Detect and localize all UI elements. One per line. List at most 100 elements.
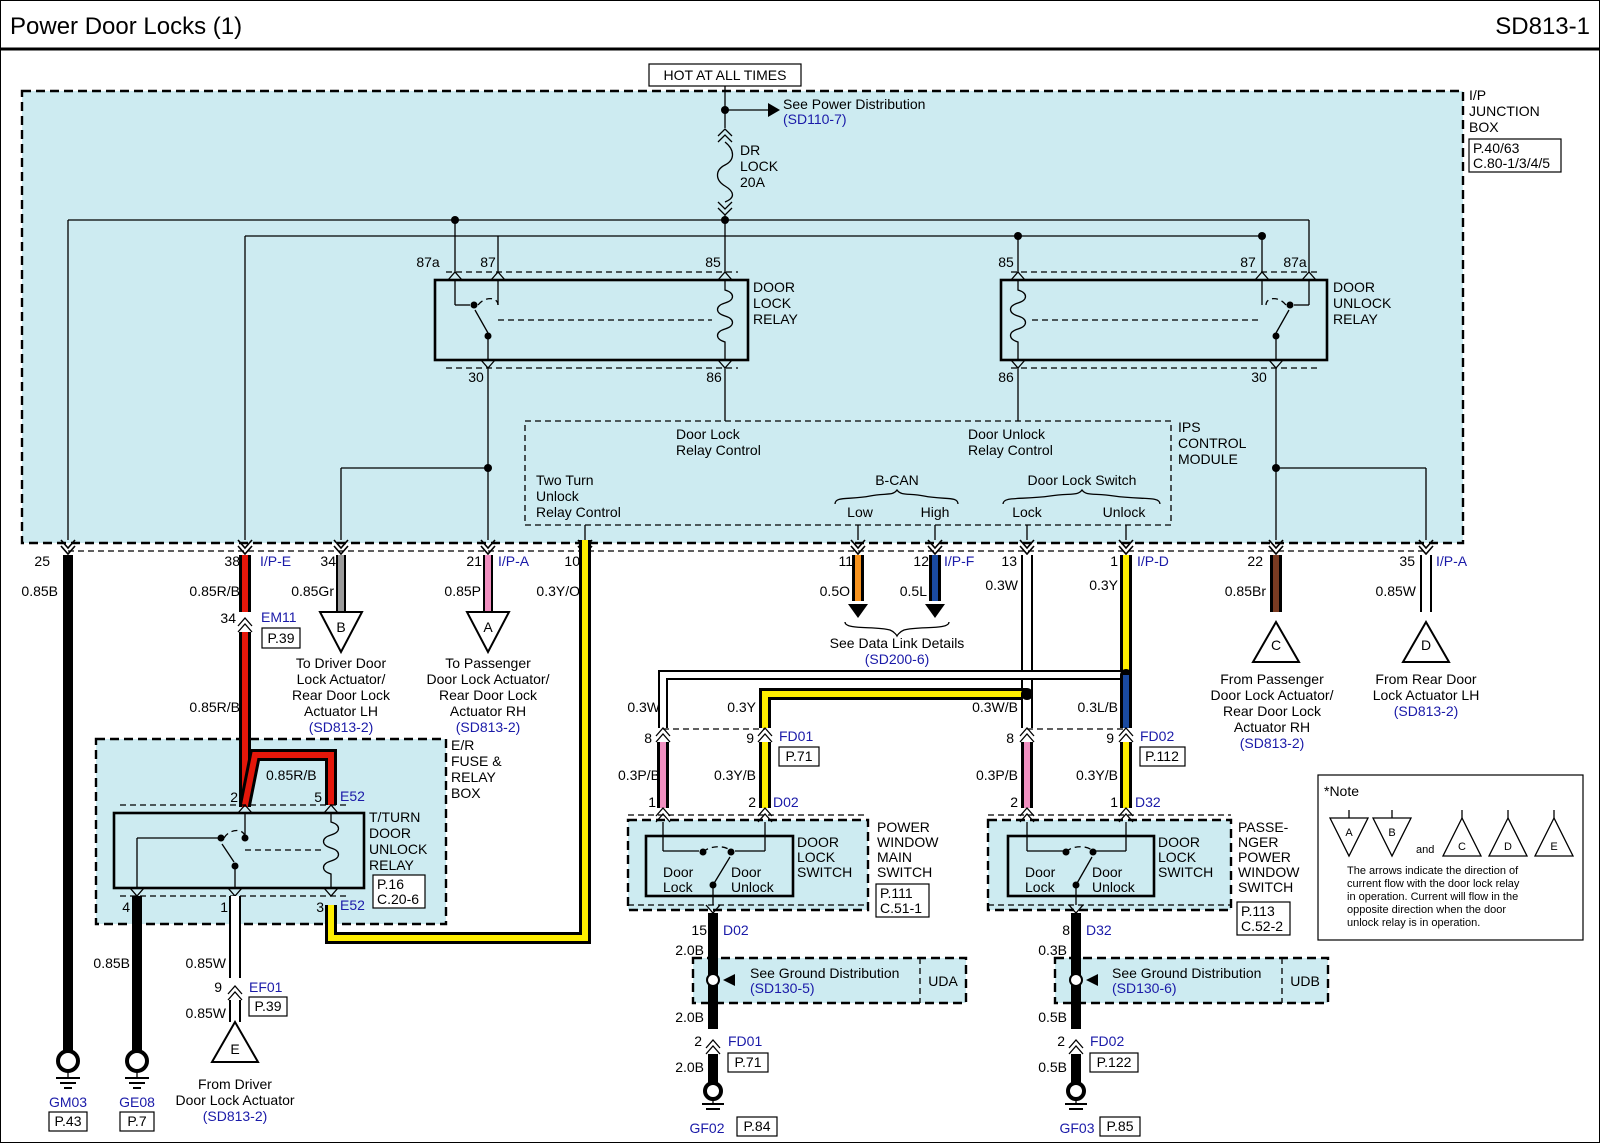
note-box: [1317, 774, 1584, 941]
power-arrow-icon: [768, 103, 780, 117]
svg-text:9: 9: [1106, 730, 1114, 746]
svg-text:RELAY: RELAY: [753, 311, 799, 327]
svg-text:2: 2: [1057, 1033, 1065, 1049]
svg-text:9: 9: [746, 730, 754, 746]
svg-text:LOCK: LOCK: [740, 158, 779, 174]
svg-text:LOCK: LOCK: [1158, 849, 1197, 865]
svg-text:5: 5: [314, 789, 322, 805]
pin-connector-icon: [927, 539, 943, 556]
svg-text:2.0B: 2.0B: [675, 942, 704, 958]
svg-text:(SD813-2)[interactable]: (SD813-2): [456, 719, 521, 735]
svg-text:CONTROL: CONTROL: [1178, 435, 1247, 451]
svg-text:0.85R/B: 0.85R/B: [189, 699, 240, 715]
svg-text:SWITCH: SWITCH: [1238, 879, 1293, 895]
svg-text:2: 2: [230, 789, 238, 805]
svg-text:0.3P/B: 0.3P/B: [618, 767, 660, 783]
svg-text:LOCK: LOCK: [753, 295, 792, 311]
svg-text:RELAY: RELAY: [369, 857, 415, 873]
svg-text:0.85B: 0.85B: [21, 583, 58, 599]
svg-text:P.111: P.111: [880, 885, 913, 901]
svg-text:85: 85: [998, 254, 1014, 270]
svg-text:IPS: IPS: [1178, 419, 1201, 435]
svg-text:2.0B: 2.0B: [675, 1059, 704, 1075]
svg-text:P.16: P.16: [377, 876, 404, 892]
svg-text:0.85W: 0.85W: [186, 955, 227, 971]
svg-text:See Ground Distribution: See Ground Distribution: [750, 965, 899, 981]
pin-connector-icon: [60, 539, 76, 556]
svg-text:Door: Door: [1092, 864, 1123, 880]
svg-text:0.85R/B: 0.85R/B: [266, 767, 317, 783]
svg-text:0.3W/B: 0.3W/B: [972, 699, 1018, 715]
svg-text:Lock Actuator/: Lock Actuator/: [297, 671, 386, 687]
svg-text:A: A: [483, 619, 493, 635]
svg-text:(SD813-2)[interactable]: (SD813-2): [309, 719, 374, 735]
svg-text:From Driver: From Driver: [198, 1076, 272, 1092]
offpage-c-icon[interactable]: [1251, 619, 1301, 663]
svg-text:0.5B: 0.5B: [1038, 1009, 1067, 1025]
offpage-d-icon[interactable]: [1401, 619, 1451, 663]
svg-text:12: 12: [913, 553, 929, 569]
svg-text:D32: D32: [1086, 922, 1112, 938]
svg-text:in operation. Current will flo: in operation. Current will flow in the: [1347, 891, 1518, 903]
svg-text:DOOR: DOOR: [797, 834, 839, 850]
pin-connector-icon: [237, 539, 253, 556]
svg-text:34: 34: [220, 610, 236, 626]
tturn-door-unlock-relay: [112, 811, 366, 890]
svg-text:2.0B: 2.0B: [675, 1009, 704, 1025]
svg-text:0.5L: 0.5L: [900, 583, 927, 599]
offpage-e-icon[interactable]: [210, 1019, 260, 1063]
svg-text:Door Lock Actuator: Door Lock Actuator: [175, 1092, 294, 1108]
pin-connector-icon: [480, 539, 496, 556]
svg-text:Door Lock Actuator/: Door Lock Actuator/: [1211, 687, 1334, 703]
svg-text:D02: D02: [723, 922, 749, 938]
svg-text:MAIN: MAIN: [877, 849, 912, 865]
arrow-down-icon: [848, 604, 868, 618]
offpage-a-icon[interactable]: [465, 611, 511, 655]
svg-text:(SD813-2)[interactable]: (SD813-2): [203, 1108, 268, 1124]
svg-text:P.71: P.71: [786, 748, 813, 764]
svg-text:C: C: [1458, 841, 1466, 853]
svg-text:Lock: Lock: [663, 879, 694, 895]
svg-text:Door Unlock: Door Unlock: [968, 426, 1046, 442]
ground-gf03: [1065, 1081, 1087, 1110]
svg-text:LOCK: LOCK: [797, 849, 836, 865]
svg-text:Lock Actuator LH: Lock Actuator LH: [1373, 687, 1480, 703]
page-title: Power Door Locks (1): [10, 13, 242, 40]
svg-text:0.3P/B: 0.3P/B: [976, 767, 1018, 783]
svg-text:opposite direction when the do: opposite direction when the door: [1347, 904, 1506, 916]
svg-text:Lock: Lock: [1025, 879, 1056, 895]
svg-text:GM03: GM03: [49, 1094, 87, 1110]
svg-text:C.51-1: C.51-1: [880, 900, 922, 916]
svg-text:POWER: POWER: [1238, 849, 1291, 865]
svg-text:(SD813-2)[interactable]: (SD813-2): [1394, 703, 1459, 719]
svg-text:C: C: [1271, 637, 1281, 653]
svg-text:A: A: [1345, 827, 1353, 839]
pin-connector-icon: [1019, 539, 1035, 556]
svg-text:E: E: [230, 1041, 239, 1057]
svg-text:(SD130-6): (SD130-6): [1112, 980, 1177, 996]
svg-text:(SD813-2)[interactable]: (SD813-2): [1240, 735, 1305, 751]
svg-text:DOOR: DOOR: [369, 825, 411, 841]
svg-text:EF01: EF01: [249, 979, 283, 995]
svg-text:Relay Control: Relay Control: [536, 504, 621, 520]
svg-text:Unlock: Unlock: [731, 879, 775, 895]
driver-door-lock-switch: [644, 834, 795, 898]
offpage-b-icon[interactable]: [318, 611, 364, 655]
svg-text:E: E: [1550, 841, 1557, 853]
arrow-down-icon: [925, 604, 945, 618]
svg-text:DOOR: DOOR: [753, 279, 795, 295]
svg-text:25: 25: [34, 553, 50, 569]
svg-text:E52: E52: [340, 897, 365, 913]
svg-text:85: 85: [705, 254, 721, 270]
svg-text:D: D: [1421, 637, 1431, 653]
svg-text:Door Lock Switch: Door Lock Switch: [1028, 472, 1137, 488]
svg-text:0.85B: 0.85B: [93, 955, 130, 971]
svg-text:Relay Control: Relay Control: [968, 442, 1053, 458]
ip-junction-box: [20, 89, 1465, 545]
see-power-distribution: See Power Distribution: [783, 96, 925, 112]
door-unlock-relay: [999, 278, 1329, 362]
svg-text:Actuator RH: Actuator RH: [450, 703, 526, 719]
svg-text:9: 9: [214, 979, 222, 995]
svg-text:GE08: GE08: [119, 1094, 155, 1110]
ground-uda-zone: [691, 956, 968, 1005]
